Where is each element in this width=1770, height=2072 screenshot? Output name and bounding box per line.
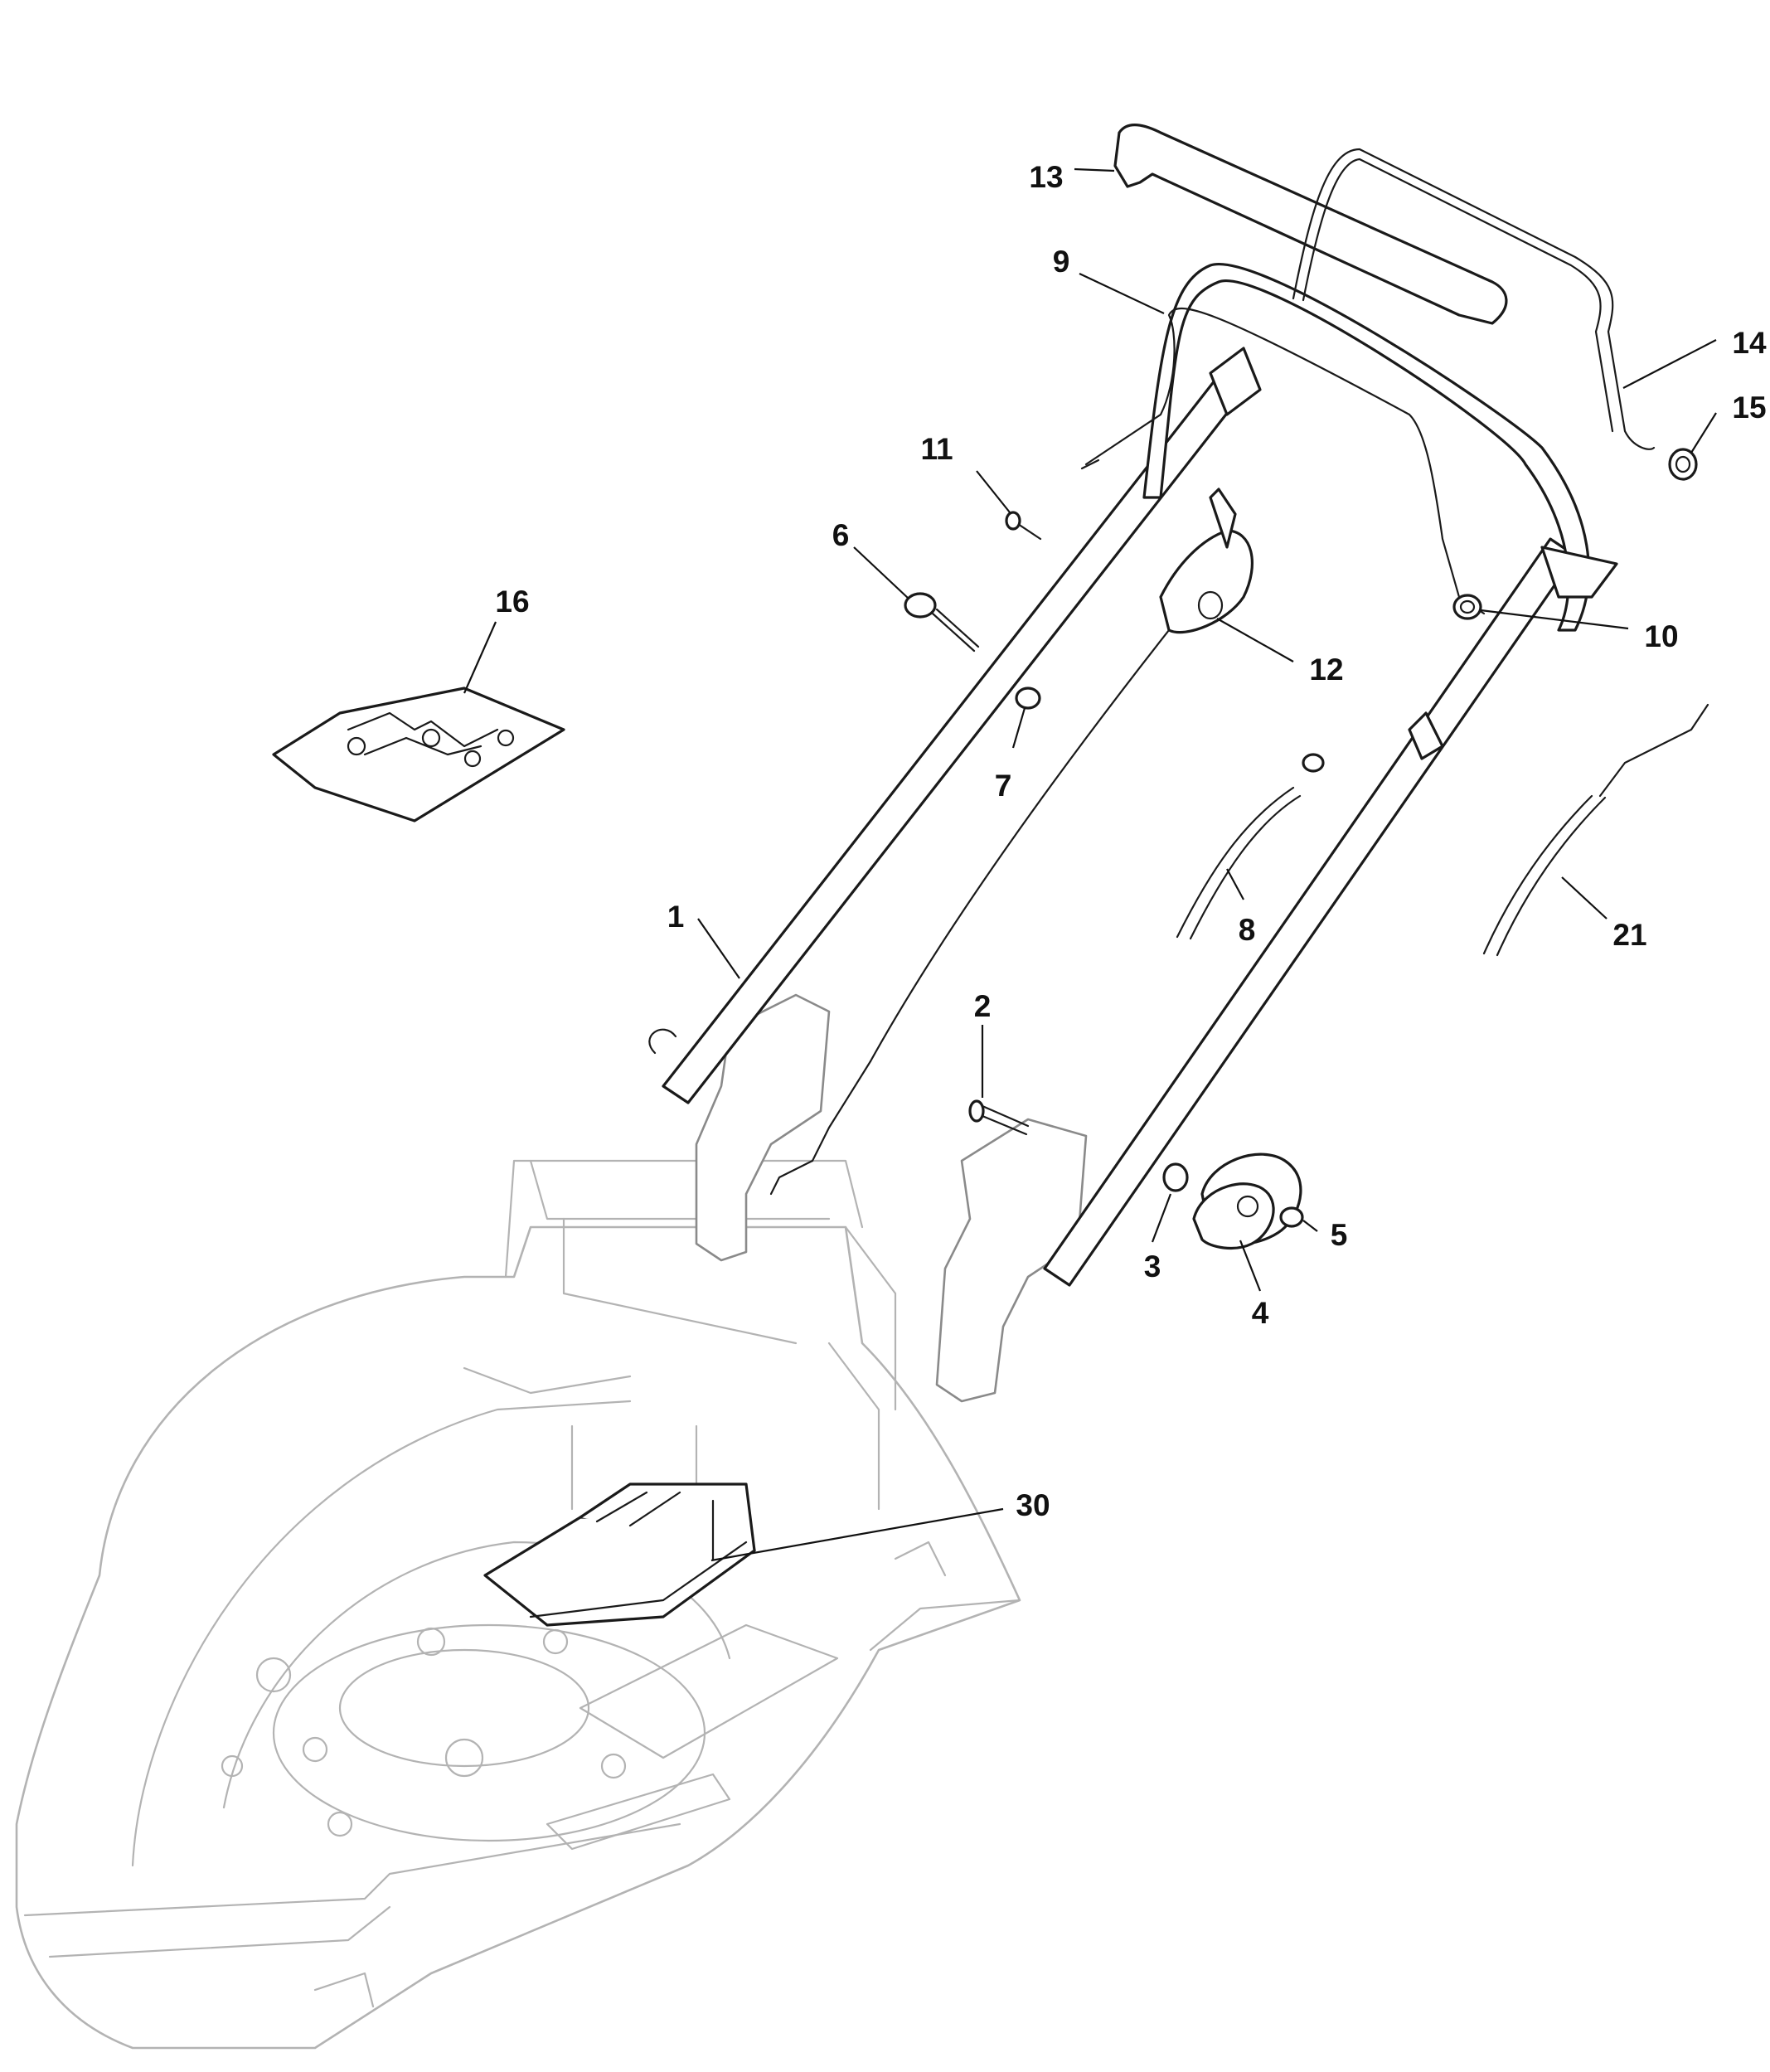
leader-5 <box>1302 1220 1318 1232</box>
callout-15: 15 <box>1732 391 1766 425</box>
leader-10 <box>1480 609 1629 630</box>
callout-1: 1 <box>667 900 685 934</box>
leader-21 <box>1561 876 1608 920</box>
leader-30 <box>710 1507 1004 1562</box>
leader-6 <box>853 546 909 599</box>
part-15-bushing <box>1668 448 1698 481</box>
callout-3: 3 <box>1144 1250 1161 1283</box>
leader-4 <box>1239 1240 1262 1292</box>
callout-2: 2 <box>974 989 992 1023</box>
leader-11 <box>976 470 1011 513</box>
part-1-lower-handle-right <box>1043 537 1577 1287</box>
leader-15 <box>1690 412 1717 454</box>
leader-lines <box>463 167 1717 1562</box>
part-8-cable <box>1176 753 1325 940</box>
callout-9: 9 <box>1053 245 1070 279</box>
leader-7 <box>1011 707 1026 749</box>
callout-7: 7 <box>995 769 1012 803</box>
handle-brackets <box>695 993 1088 1403</box>
leader-8 <box>1226 868 1244 900</box>
callout-14: 14 <box>1732 326 1767 360</box>
callout-6: 6 <box>832 518 850 552</box>
callout-30: 30 <box>1016 1488 1050 1522</box>
leader-12 <box>1216 618 1294 662</box>
part-16-hardware-bag <box>272 687 565 822</box>
part-10-bushing <box>1452 594 1482 620</box>
leader-3 <box>1151 1193 1172 1243</box>
leader-1 <box>697 918 740 979</box>
part-9-bail-wire <box>1080 307 1486 615</box>
part-4-knob <box>1192 1152 1302 1250</box>
callout-labels: 1 2 3 4 5 6 7 8 9 10 11 12 13 14 15 16 2… <box>495 160 1767 1522</box>
callout-4: 4 <box>1252 1296 1269 1330</box>
callout-10: 10 <box>1644 619 1678 653</box>
part-12-throttle-lever <box>769 488 1254 1196</box>
part-5-nut <box>1279 1206 1304 1228</box>
callout-11: 11 <box>920 432 953 466</box>
part-7-nut <box>1015 687 1041 710</box>
callout-16: 16 <box>495 585 529 619</box>
part-30-flap <box>483 1482 756 1627</box>
leader-16 <box>463 621 497 694</box>
mower-deck <box>15 1159 1021 2050</box>
part-11-screw <box>1005 511 1042 541</box>
leader-14 <box>1622 339 1717 389</box>
part-1-lower-handle-left <box>648 347 1262 1104</box>
part-3-bushing <box>1162 1162 1189 1192</box>
callout-5: 5 <box>1331 1218 1348 1252</box>
part-14-drive-bail <box>1292 148 1656 450</box>
leader-13 <box>1074 167 1115 172</box>
part-6-eye-bolt <box>904 592 980 653</box>
leader-9 <box>1079 273 1165 314</box>
part-2-bolt <box>968 1099 1030 1136</box>
callout-21: 21 <box>1612 918 1646 952</box>
callout-13: 13 <box>1029 160 1063 194</box>
part-9-upper-handle <box>1142 263 1618 632</box>
callout-12: 12 <box>1309 653 1343 687</box>
part-21-cable <box>1482 703 1709 957</box>
callout-8: 8 <box>1239 913 1256 947</box>
